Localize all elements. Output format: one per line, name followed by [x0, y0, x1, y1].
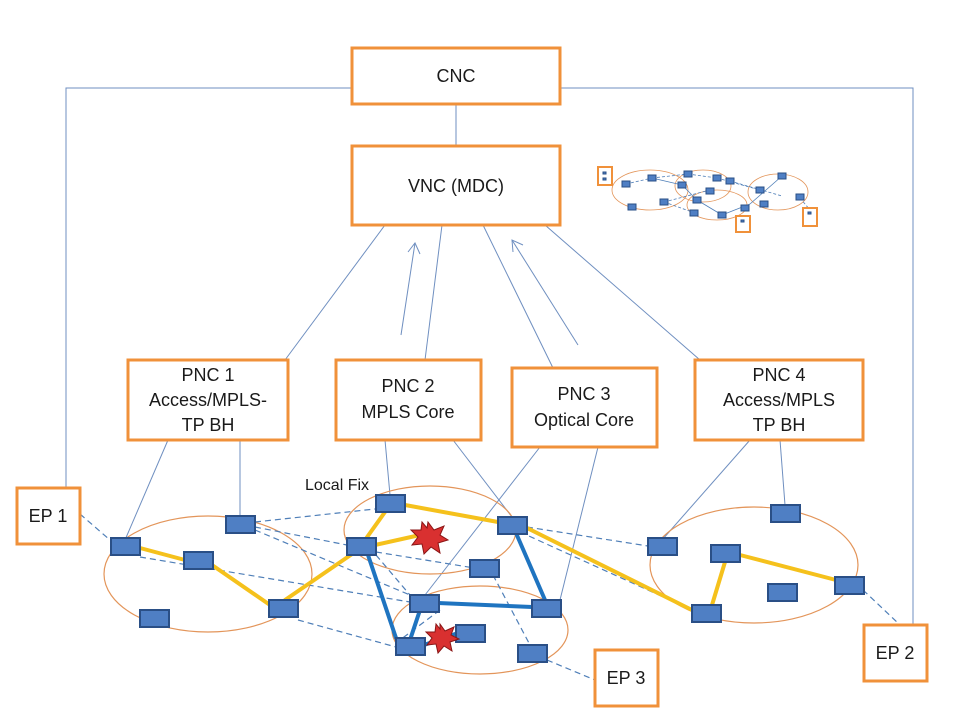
- vnc-label: VNC (MDC): [408, 176, 504, 196]
- network-nodes: [110, 494, 865, 663]
- network-node: [767, 583, 798, 602]
- pnc2-line1: PNC 2: [381, 376, 434, 396]
- vnc-box: VNC (MDC): [350, 144, 562, 227]
- abstract-topology-thumbnail: [597, 166, 818, 233]
- explosion-icon: [409, 520, 450, 556]
- pnc1-line2: Access/MPLS-: [149, 390, 267, 410]
- network-node: [139, 609, 170, 628]
- pnc3-box: PNC 3 Optical Core: [510, 366, 659, 449]
- ep2-label: EP 2: [876, 643, 915, 663]
- network-node: [375, 494, 406, 513]
- ep3-label: EP 3: [607, 668, 646, 688]
- network-node: [455, 624, 486, 643]
- network-node: [110, 537, 141, 556]
- working-path: [138, 503, 838, 612]
- network-node: [517, 644, 548, 663]
- cnc-box: CNC: [350, 46, 562, 106]
- explosion-icon: [424, 622, 461, 655]
- network-node: [497, 516, 528, 535]
- local-fix-label: Local Fix: [305, 477, 369, 494]
- network-node: [647, 537, 678, 556]
- pnc4-line1: PNC 4: [752, 365, 805, 385]
- network-node: [395, 637, 426, 656]
- pnc3-line1: PNC 3: [557, 384, 610, 404]
- request-arrows: [400, 239, 579, 346]
- pnc2-box: PNC 2 MPLS Core: [334, 358, 483, 442]
- control-links: [65, 87, 914, 625]
- domain-ellipses: [103, 485, 859, 675]
- pnc1-line3: TP BH: [182, 415, 235, 435]
- network-node: [183, 551, 214, 570]
- pnc1-line1: PNC 1: [181, 365, 234, 385]
- ep1-box: EP 1: [15, 486, 82, 546]
- domain-access-right: [649, 506, 859, 624]
- network-node: [268, 599, 299, 618]
- network-node: [691, 604, 722, 623]
- pnc2-line2: MPLS Core: [361, 402, 454, 422]
- network-node: [834, 576, 865, 595]
- network-node: [770, 504, 801, 523]
- ep1-label: EP 1: [29, 506, 68, 526]
- pnc4-line3: TP BH: [753, 415, 806, 435]
- network-node: [710, 544, 741, 563]
- pnc4-box: PNC 4 Access/MPLS TP BH: [693, 358, 865, 442]
- domain-access-left: [103, 515, 313, 633]
- network-node: [225, 515, 256, 534]
- pnc4-line2: Access/MPLS: [723, 390, 835, 410]
- network-node: [531, 599, 562, 618]
- pnc3-line2: Optical Core: [534, 410, 634, 430]
- network-node: [469, 559, 500, 578]
- ep2-box: EP 2: [862, 623, 929, 683]
- pnc1-box: PNC 1 Access/MPLS- TP BH: [126, 358, 290, 442]
- ep3-box: EP 3: [593, 648, 660, 708]
- cnc-label: CNC: [437, 66, 476, 86]
- network-node: [346, 537, 377, 556]
- network-node: [409, 594, 440, 613]
